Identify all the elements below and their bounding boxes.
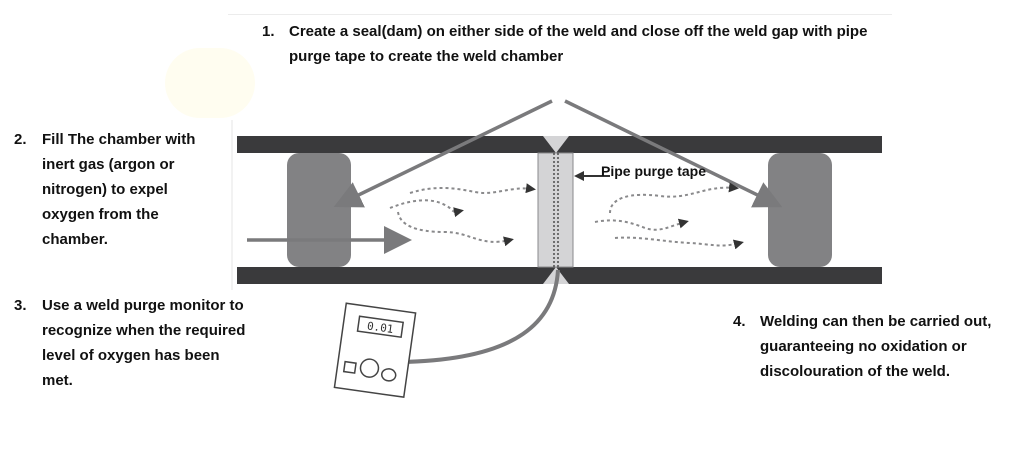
weld-groove-top [543,136,569,153]
seal-arrow-right [564,99,783,208]
monitor-reading: 0.01 [366,319,394,336]
step-text: Fill The chamber with inert gas (argon o… [42,131,196,248]
gas-flow-arrow [594,218,689,231]
step-number: 4. [733,313,746,330]
step-number: 2. [14,131,27,148]
pipe-purge-tape-label: Pipe purge tape [601,163,707,179]
monitor-display [356,315,405,339]
step-number: 1. [262,23,275,40]
step-text: Welding can then be carried out, guarant… [760,313,992,380]
seal-arrow-left [333,99,553,208]
gas-flow-arrow [614,236,744,250]
monitor-hose [399,269,560,364]
top-divider [228,14,892,15]
monitor-button-square [342,360,357,374]
pipe-purge-tape [537,152,574,268]
step-3: 3. Use a weld purge monitor to recognize… [14,293,249,393]
monitor-button-large [359,358,380,378]
step-number: 3. [14,297,27,314]
step-2: 2. Fill The chamber with inert gas (argo… [14,127,224,252]
dam-right [768,153,832,267]
gas-flow-arrow [609,182,739,214]
gas-flow-arrow [397,211,514,247]
weld-purge-monitor: 0.01 [333,302,417,399]
step-text: Use a weld purge monitor to recognize wh… [42,297,246,389]
gas-flow-arrow [409,183,536,194]
monitor-button-small [380,368,397,382]
gas-flow-arrow [389,199,464,218]
step-text: Create a seal(dam) on either side of the… [289,23,868,65]
step-1: 1. Create a seal(dam) on either side of … [262,19,882,69]
background-highlight [165,48,255,118]
dam-left [287,153,351,267]
step-4: 4. Welding can then be carried out, guar… [733,309,1003,384]
